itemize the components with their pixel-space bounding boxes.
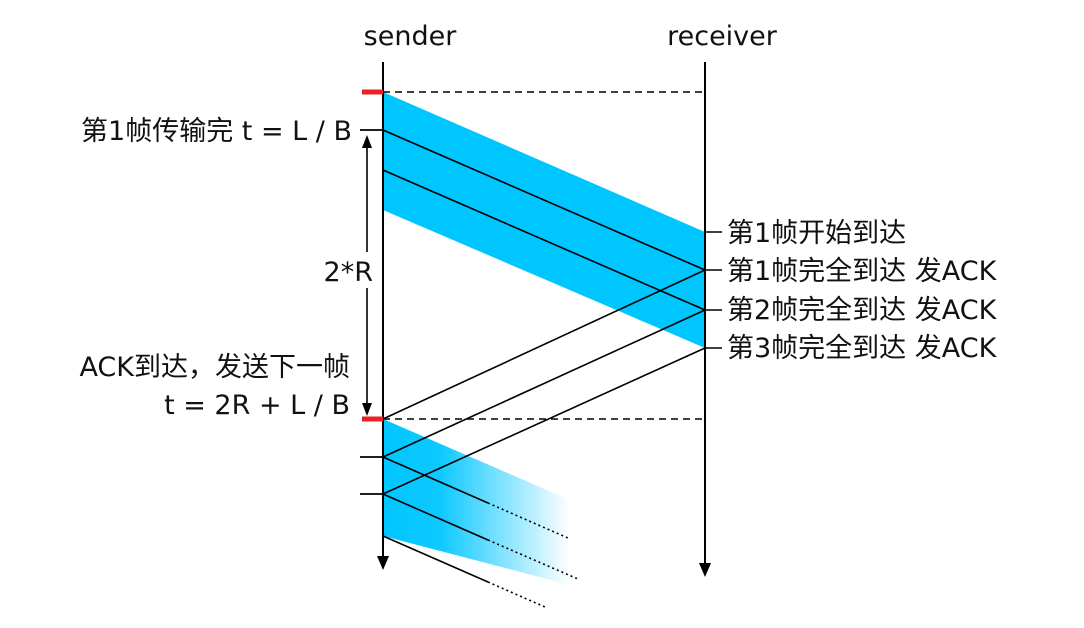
second-window-frame-lines <box>382 456 579 608</box>
ack-arrival-label: ACK到达，发送下一帧 <box>79 352 350 383</box>
receiver-event-label: 第1帧完全到达 发ACK <box>727 256 998 287</box>
labels: sender receiver 第1帧传输完 t = L / B 2*R ACK… <box>79 21 997 421</box>
round-trip-arrowhead-down <box>362 403 372 416</box>
sender-lane-label: sender <box>364 21 458 52</box>
receiver-event-label: 第1帧开始到达 <box>727 218 906 249</box>
first-window-frame-band <box>383 92 705 348</box>
frame-6-end-line-dotted <box>487 581 546 608</box>
round-trip-arrow <box>355 135 379 416</box>
receiver-event-label: 第3帧完全到达 发ACK <box>727 333 998 364</box>
sender-tick-marks <box>360 129 383 495</box>
frame-6-end-line <box>382 535 489 583</box>
ack-lines <box>382 269 706 495</box>
receiver-timeline-arrowhead <box>699 563 711 577</box>
frame-boundaries <box>382 129 706 311</box>
send-start-markers <box>362 89 383 422</box>
round-trip-arrowhead-up <box>362 135 372 148</box>
frame-2-end-line <box>382 169 706 311</box>
ack-1-line <box>382 269 706 420</box>
ack-arrival-time-label: t = 2R + L / B <box>164 390 350 421</box>
receiver-lane-label: receiver <box>667 21 778 52</box>
frame-bands <box>383 92 705 585</box>
frame-5-end-line <box>382 493 489 541</box>
round-trip-label: 2*R <box>324 257 373 288</box>
ack-3-line <box>382 347 706 495</box>
sender-timeline-arrowhead <box>377 556 389 570</box>
sender-timeline <box>377 62 389 570</box>
frame-4-end-line <box>382 456 489 504</box>
receiver-event-leaders <box>705 231 722 349</box>
first-frame-sent-label: 第1帧传输完 t = L / B <box>81 116 352 147</box>
second-window-frame-band <box>383 419 570 585</box>
receiver-event-label: 第2帧完全到达 发ACK <box>727 295 998 326</box>
reference-lines <box>383 91 705 420</box>
ack-2-line <box>382 309 706 458</box>
receiver-timeline <box>699 62 711 577</box>
frame-5-end-line-dotted <box>487 539 579 580</box>
frame-1-end-line <box>382 129 706 271</box>
